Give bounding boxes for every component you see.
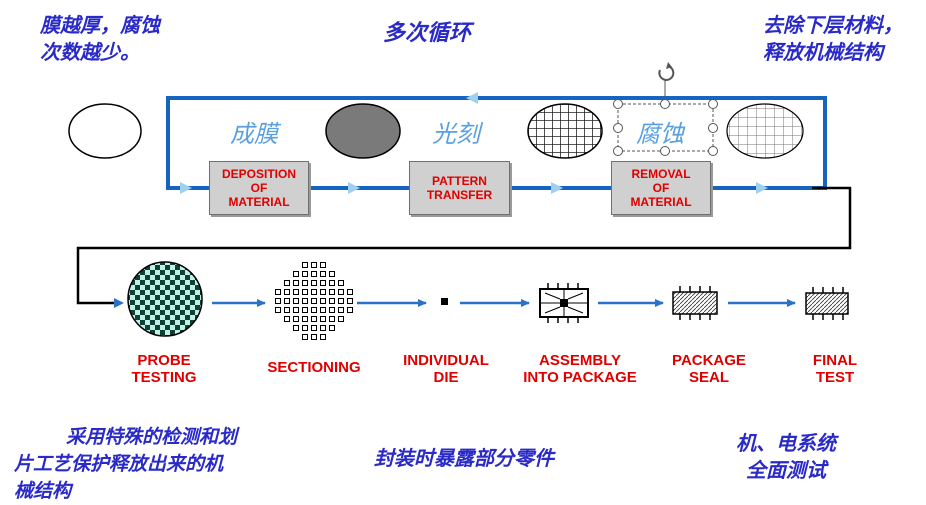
- sealed-package-icon: [672, 286, 718, 320]
- die-cell: [293, 316, 299, 322]
- label-deposition: 成膜: [230, 120, 278, 148]
- die-cell: [293, 271, 299, 277]
- die-cell: [311, 316, 317, 322]
- process-removal: REMOVAL OF MATERIAL: [611, 161, 711, 215]
- note-multiple-cycles: 多次循环: [383, 20, 472, 46]
- step-package-seal: PACKAGE SEAL: [672, 352, 746, 386]
- step-assembly: ASSEMBLY INTO PACKAGE: [523, 352, 637, 386]
- die-cell: [320, 289, 326, 295]
- die-cell: [329, 307, 335, 313]
- die-cell: [347, 298, 353, 304]
- die-cell: [284, 280, 290, 286]
- die-cell: [284, 289, 290, 295]
- die-cell: [329, 325, 335, 331]
- label-lithography: 光刻: [432, 120, 480, 148]
- sectioned-dies: [275, 262, 353, 340]
- die-cell: [302, 271, 308, 277]
- die-cell: [320, 325, 326, 331]
- etched-wafer: [726, 103, 804, 159]
- note-film-thickness: 膜越厚，腐蚀 次数越少。: [40, 13, 160, 64]
- die-cell: [302, 262, 308, 268]
- process-pattern-transfer: PATTERN TRANSFER: [409, 161, 510, 215]
- die-cell: [293, 325, 299, 331]
- die-cell: [311, 280, 317, 286]
- die-cell: [284, 298, 290, 304]
- die-cell: [275, 307, 281, 313]
- note-packaging-exposure: 封装时暴露部分零件: [374, 446, 554, 470]
- die-cell: [329, 289, 335, 295]
- die-cell: [320, 298, 326, 304]
- die-cell: [293, 280, 299, 286]
- die-cell: [311, 325, 317, 331]
- die-cell: [320, 307, 326, 313]
- step-individual-die: INDIVIDUAL DIE: [403, 352, 489, 386]
- die-cell: [311, 289, 317, 295]
- selection-handles[interactable]: [613, 62, 718, 156]
- die-cell: [311, 271, 317, 277]
- process-deposition: DEPOSITION OF MATERIAL: [209, 161, 309, 215]
- note-system-test: 机、电系统 全面测试: [736, 431, 836, 482]
- die-cell: [284, 316, 290, 322]
- die-cell: [311, 307, 317, 313]
- blank-wafer: [68, 103, 142, 159]
- die-cell: [329, 280, 335, 286]
- die-cell: [347, 289, 353, 295]
- die-cell: [275, 298, 281, 304]
- die-cell: [338, 307, 344, 313]
- coated-wafer: [325, 103, 401, 159]
- die-cell: [320, 316, 326, 322]
- die-cell: [320, 262, 326, 268]
- die-cell: [311, 334, 317, 340]
- die-cell: [293, 298, 299, 304]
- step-final-test: FINAL TEST: [812, 352, 858, 386]
- die-cell: [275, 289, 281, 295]
- connector-to-test-row: [76, 186, 852, 305]
- die-cell: [293, 307, 299, 313]
- die-cell: [320, 280, 326, 286]
- step-probe-testing: PROBE TESTING: [131, 352, 197, 386]
- die-cell: [329, 271, 335, 277]
- probe-wafer: [127, 261, 203, 337]
- die-cell: [311, 298, 317, 304]
- die-cell: [338, 289, 344, 295]
- die-cell: [347, 307, 353, 313]
- die-cell: [302, 325, 308, 331]
- individual-die: [441, 298, 448, 305]
- note-release-structure: 去除下层材料， 释放机械结构: [763, 13, 903, 64]
- die-cell: [338, 316, 344, 322]
- die-cell: [302, 280, 308, 286]
- die-cell: [320, 334, 326, 340]
- die-cell: [302, 298, 308, 304]
- die-cell: [338, 298, 344, 304]
- die-cell: [329, 298, 335, 304]
- package-assembly-icon: [539, 283, 589, 323]
- die-cell: [302, 289, 308, 295]
- die-cell: [338, 280, 344, 286]
- die-cell: [302, 316, 308, 322]
- patterned-wafer: [527, 103, 603, 159]
- note-special-dicing: 采用特殊的检测和划 片工艺保护释放出来的机 械结构: [14, 426, 238, 502]
- label-etching: 腐蚀: [636, 120, 684, 148]
- final-test-chip-icon: [805, 287, 849, 320]
- die-cell: [284, 307, 290, 313]
- step-sectioning: SECTIONING: [267, 359, 361, 376]
- die-cell: [320, 271, 326, 277]
- die-cell: [311, 262, 317, 268]
- die-cell: [302, 307, 308, 313]
- die-cell: [293, 289, 299, 295]
- die-cell: [302, 334, 308, 340]
- die-cell: [329, 316, 335, 322]
